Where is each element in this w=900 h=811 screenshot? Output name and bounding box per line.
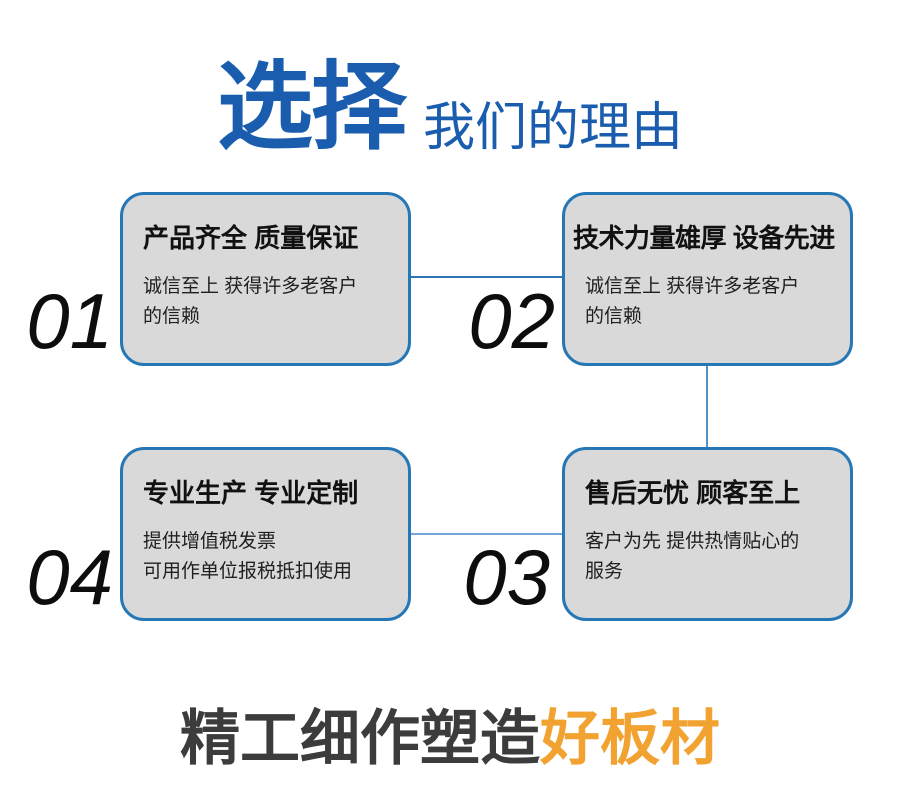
- page-title-strong: 选择: [216, 54, 407, 161]
- feature-card-title: 技术力量雄厚 设备先进: [573, 223, 835, 253]
- feature-card-title: 专业生产 专业定制: [143, 478, 359, 508]
- feature-card-technology: 技术力量雄厚 设备先进 诚信至上 获得许多老客户 的信赖: [562, 192, 853, 366]
- feature-card-products: 产品齐全 质量保证 诚信至上 获得许多老客户 的信赖: [120, 192, 411, 366]
- feature-card-body: 诚信至上 获得许多老客户 的信赖: [143, 276, 358, 327]
- feature-card-body: 提供增值税发票 可用作单位报税抵扣使用: [143, 531, 353, 582]
- feature-card-body: 客户为先 提供热情贴心的 服务: [585, 531, 800, 582]
- page-title-rest: 我们的理由: [422, 99, 683, 157]
- footer-slogan-dark: 精工细作塑造: [180, 705, 540, 772]
- feature-number-02: 02: [468, 277, 555, 365]
- feature-card-title: 产品齐全 质量保证: [143, 223, 359, 253]
- feature-card-aftersales: 售后无忧 顾客至上 客户为先 提供热情贴心的 服务: [562, 447, 853, 621]
- connector-line-04-03: [411, 533, 562, 535]
- feature-card-body: 诚信至上 获得许多老客户 的信赖: [585, 276, 800, 327]
- feature-card-customization: 专业生产 专业定制 提供增值税发票 可用作单位报税抵扣使用: [120, 447, 411, 621]
- footer-slogan: 精工细作塑造好板材: [0, 706, 900, 772]
- feature-number-04: 04: [26, 533, 113, 621]
- connector-line-02-03: [706, 365, 708, 448]
- footer-slogan-accent: 好板材: [540, 705, 720, 772]
- feature-card-title: 售后无忧 顾客至上: [585, 478, 801, 508]
- page-title: 选择 我们的理由: [0, 52, 900, 156]
- feature-number-01: 01: [26, 277, 113, 365]
- connector-line-01-02: [411, 276, 562, 278]
- feature-number-03: 03: [463, 533, 550, 621]
